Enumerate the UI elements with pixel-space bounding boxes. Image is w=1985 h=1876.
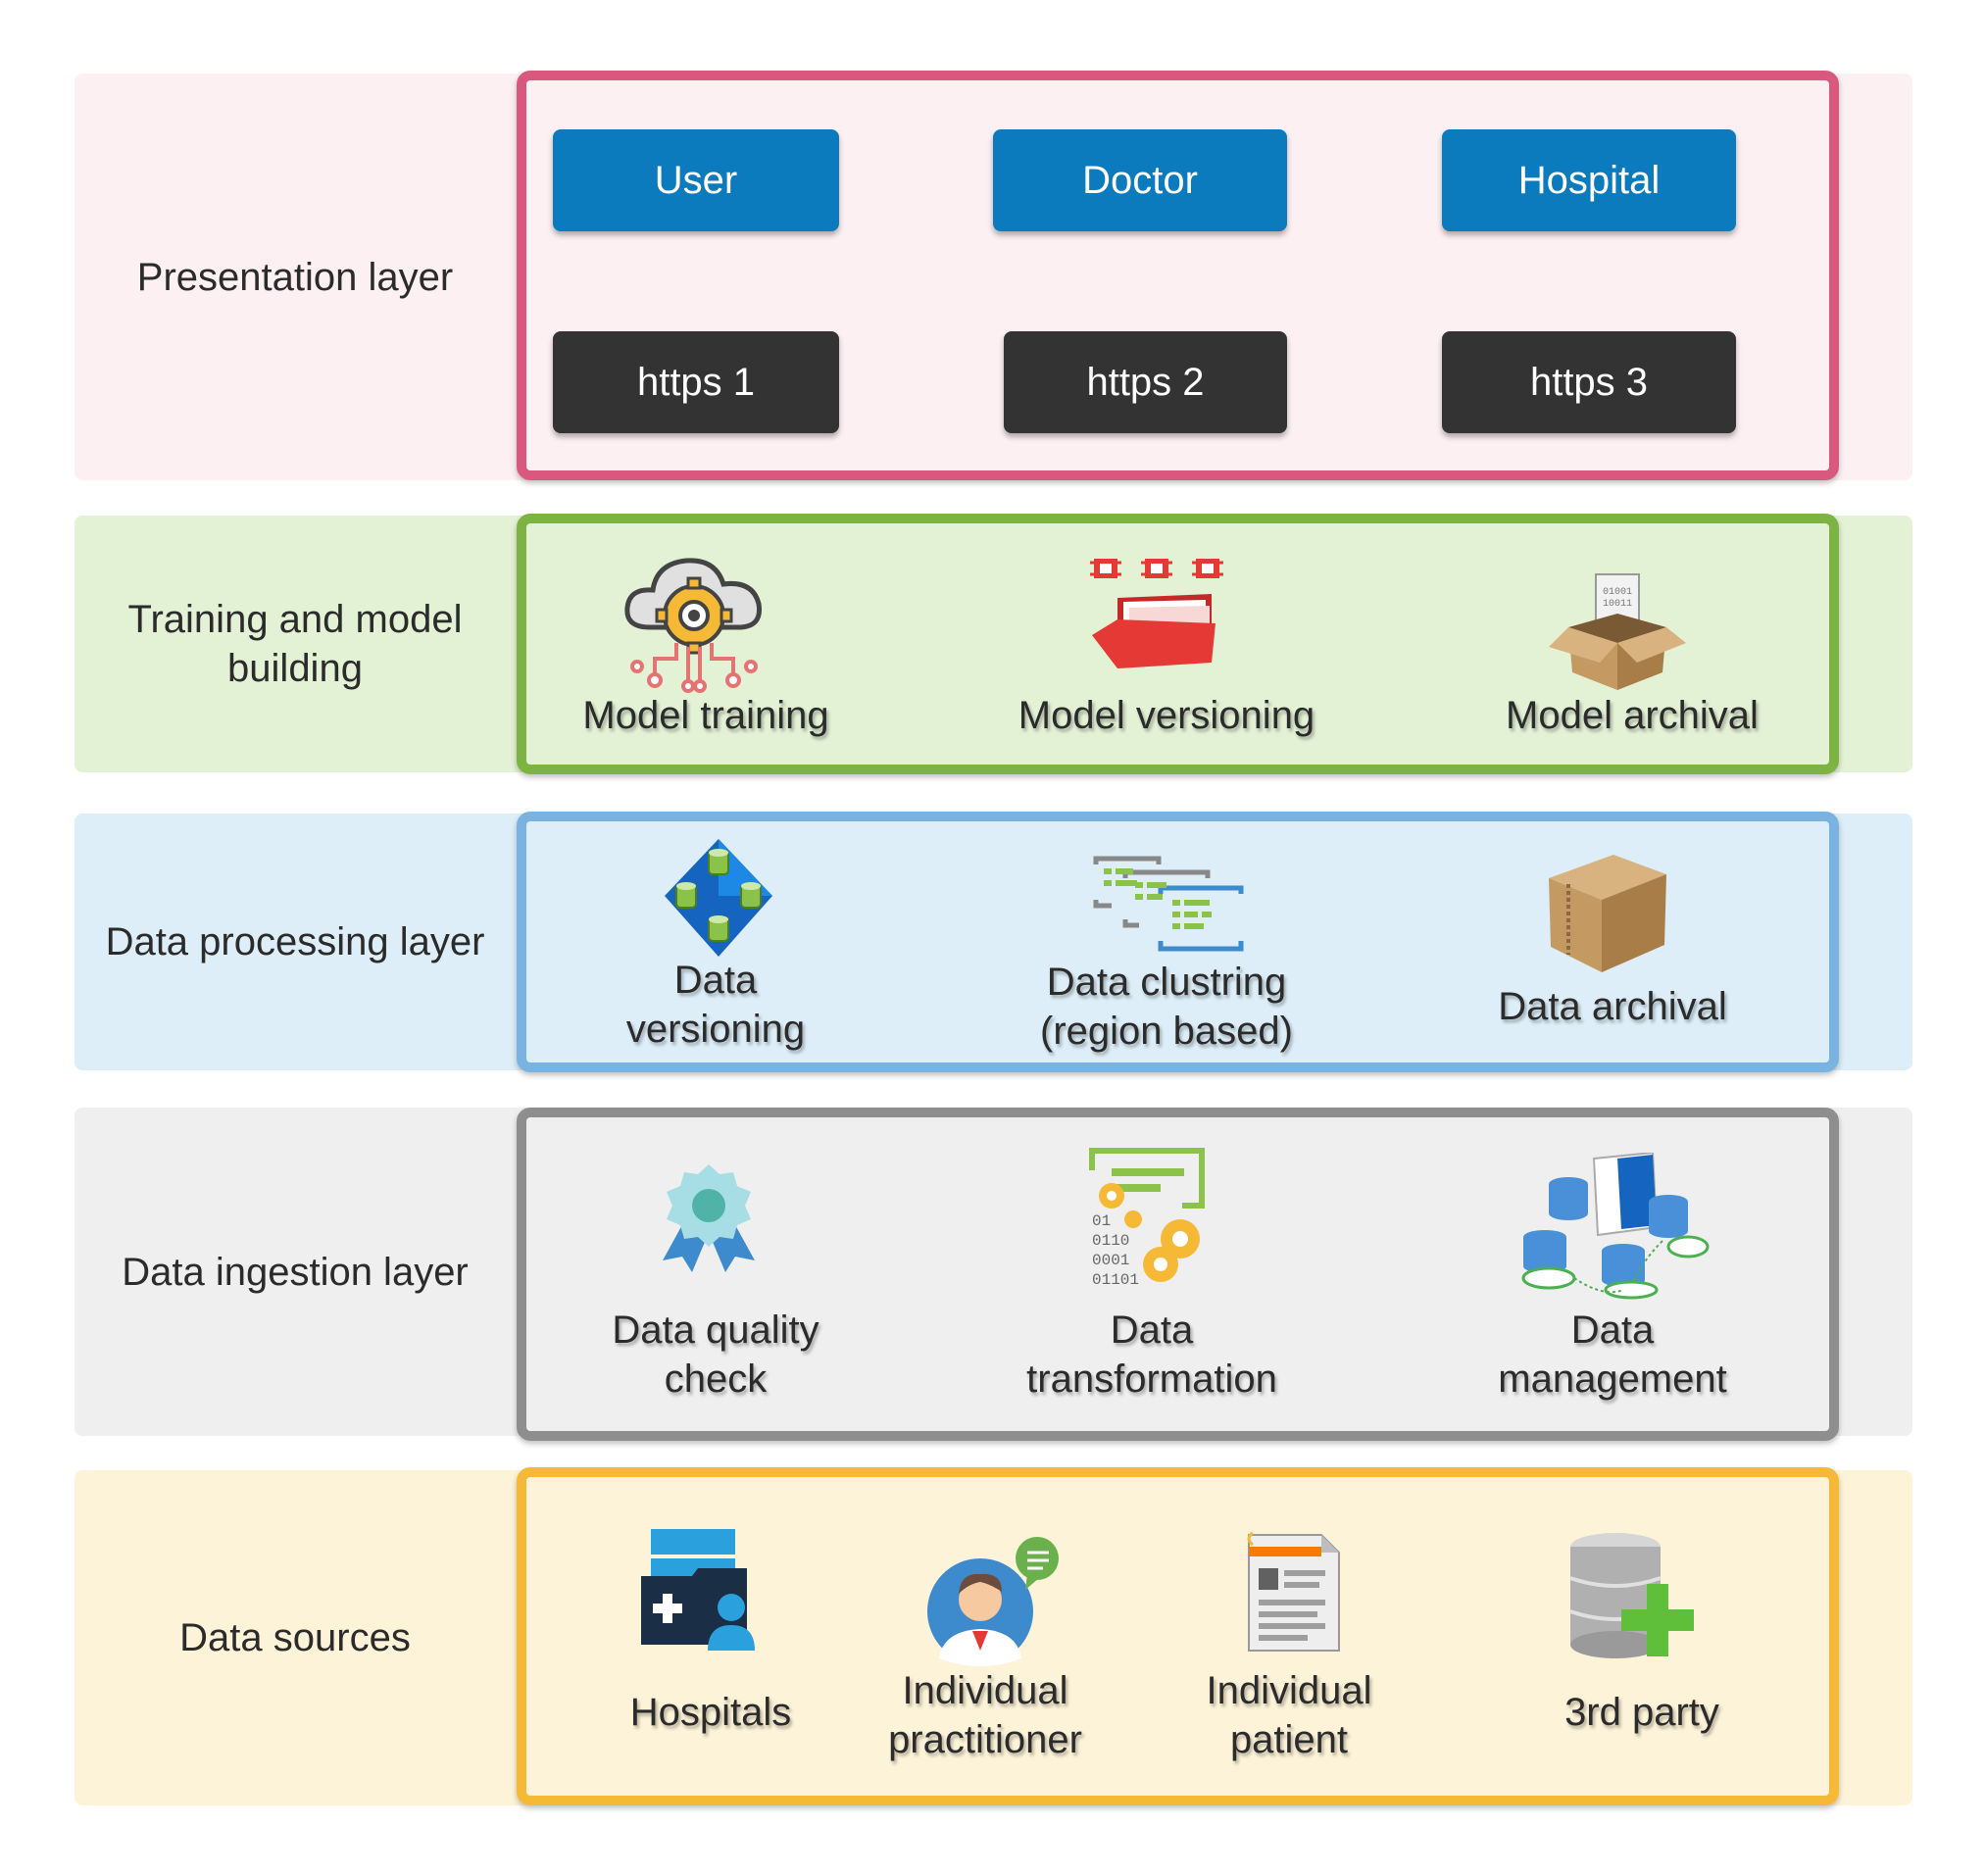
doctor-avatar-icon (927, 1537, 1059, 1666)
box-icon (1549, 855, 1666, 972)
hospitals-label: Hospitals (629, 1691, 792, 1734)
svg-text:01101: 01101 (1092, 1271, 1139, 1289)
ingestion-frame (517, 1108, 1839, 1441)
presentation-layer-label: Presentation layer (136, 255, 454, 299)
hospital-button[interactable]: Hospital (1442, 129, 1736, 231)
data-quality-check-label: Data quality check (612, 1308, 819, 1401)
sources-frame (517, 1467, 1839, 1805)
award-ribbon-icon (663, 1164, 755, 1272)
folder-chips-icon (1090, 559, 1223, 668)
data-transformation-label: Data transformation (1026, 1308, 1277, 1401)
data-management-label: Data management (1498, 1308, 1727, 1401)
diamond-cylinders-icon (665, 839, 772, 957)
https-2-button[interactable]: https 2 (1004, 331, 1287, 433)
third-party-label: 3rd party (1564, 1691, 1719, 1734)
presentation-frame (517, 71, 1839, 480)
svg-text:10011: 10011 (1603, 599, 1632, 610)
medical-folder-icon (641, 1529, 755, 1651)
individual-patient-label: Individual patient (1206, 1669, 1372, 1761)
svg-text:0110: 0110 (1092, 1232, 1129, 1250)
databases-icon (1521, 1153, 1710, 1300)
user-button[interactable]: User (553, 129, 839, 231)
svg-text:0001: 0001 (1092, 1252, 1129, 1269)
individual-practitioner-label: Individual practitioner (888, 1669, 1082, 1761)
cloud-gear-icon (624, 558, 763, 693)
https-1-button[interactable]: https 1 (553, 331, 839, 433)
open-box-icon: 01001 10011 (1549, 573, 1686, 690)
svg-text:01: 01 (1092, 1212, 1111, 1230)
patient-record-icon (1247, 1531, 1340, 1652)
training-frame (517, 514, 1839, 774)
data-archival-label: Data archival (1498, 985, 1727, 1028)
training-layer-label: Training and model building (127, 598, 463, 690)
data-clustering-label: Data clustring (region based) (1040, 961, 1293, 1053)
sources-layer-label: Data sources (179, 1616, 411, 1659)
ingestion-layer-label: Data ingestion layer (122, 1250, 469, 1294)
cluster-windows-icon (1093, 856, 1244, 952)
data-versioning-label: Data versioning (625, 959, 806, 1051)
gears-binary-icon: 01 0110 0001 01101 (1089, 1148, 1205, 1289)
doctor-button[interactable]: Doctor (993, 129, 1287, 231)
processing-frame (517, 812, 1839, 1072)
processing-layer-label: Data processing layer (105, 920, 485, 963)
database-plus-icon (1569, 1533, 1694, 1658)
model-archival-label: Model archival (1506, 694, 1759, 737)
model-training-label: Model training (582, 694, 829, 737)
https-3-button[interactable]: https 3 (1442, 331, 1736, 433)
model-versioning-label: Model versioning (1017, 694, 1315, 737)
svg-text:01001: 01001 (1603, 587, 1632, 598)
